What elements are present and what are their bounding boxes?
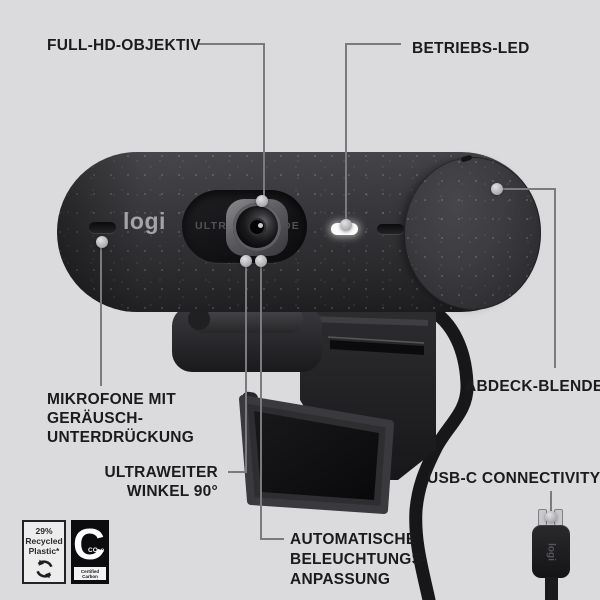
label-noise-mics-line1: MIKROFONE MIT <box>47 391 176 408</box>
callout-line-wide-angle-v <box>245 265 247 473</box>
callout-line-microphone-v <box>100 247 102 386</box>
microphone-slot-left <box>89 222 116 233</box>
usb-plug-cable <box>545 577 558 600</box>
label-noise-mics-line2: GERÄUSCH- <box>47 410 144 427</box>
mount-hinge-knuckle <box>188 308 210 330</box>
mount-slot-edge <box>327 336 425 344</box>
lens-bezel <box>226 199 288 256</box>
lens-pupil <box>248 218 266 236</box>
callout-line-auto-light-h <box>261 538 284 540</box>
carbon-caption-line1: Certified <box>80 568 100 574</box>
recycled-plastic-badge: 29% Recycled Plastic* <box>22 520 66 584</box>
webcam-right-cap <box>404 157 541 310</box>
callout-line-shutter-h <box>503 188 556 190</box>
speckle-texture <box>405 158 540 309</box>
label-auto-light-line1: AUTOMATISCHE <box>290 531 417 548</box>
label-wide-angle-line2: WINKEL 90° <box>126 483 218 500</box>
carbon-badge-c: C <box>73 520 105 569</box>
usb-plug-logi-logo: logi <box>545 542 557 561</box>
lens-recess: ULTRA WIDE <box>182 190 307 263</box>
carbon-caption-line2: Carbon Neutral <box>82 573 98 584</box>
callout-line-auto-light-v <box>260 265 262 540</box>
label-wide-angle-line1: ULTRAWEITER <box>104 464 218 481</box>
callout-dot-wide-angle <box>240 255 252 267</box>
recycle-arrows-icon <box>35 559 53 579</box>
callout-dot-auto-light <box>255 255 267 267</box>
lens-glint <box>258 223 263 228</box>
carbon-badge-co2e: CO₂e <box>88 547 105 554</box>
label-wide-angle: ULTRAWEITER WINKEL 90° <box>58 463 218 501</box>
callout-line-led-h <box>346 43 401 45</box>
label-status-led: BETRIEBS-LED <box>412 40 530 57</box>
callout-dot-shutter <box>491 183 503 195</box>
carbon-badge-caption: Certified Carbon Neutral <box>74 567 106 584</box>
label-full-hd-lens: FULL-HD-OBJEKTIV <box>47 37 201 54</box>
label-auto-light-line3: ANPASSUNG <box>290 571 391 588</box>
callout-dot-led <box>340 219 352 231</box>
microphone-slot-right <box>377 224 404 234</box>
recycled-badge-percent: 29% <box>35 526 53 536</box>
callout-dot-usb <box>545 511 557 523</box>
label-auto-light: AUTOMATISCHE BELEUCHTUNGS- ANPASSUNG <box>290 530 428 590</box>
callout-line-full-hd-v <box>263 43 265 198</box>
mount-flap-face <box>254 411 379 500</box>
callout-line-usb-v <box>550 491 552 512</box>
webcam-body: logi ULTRA WIDE <box>57 152 541 312</box>
label-privacy-shutter: ABDECK-BLENDE <box>465 378 600 395</box>
callout-line-wide-angle-h <box>228 471 247 473</box>
label-usb-c: USB-C CONNECTIVITY <box>427 470 600 487</box>
usb-plug-body: logi <box>532 525 570 578</box>
callout-dot-full-hd-lens <box>256 195 268 207</box>
recycled-badge-word2: Plastic* <box>28 546 60 556</box>
lens-text-ultra: ULTRA <box>195 220 236 232</box>
label-noise-mics: MIKROFONE MIT GERÄUSCH- UNTERDRÜCKUNG <box>47 390 194 447</box>
callout-line-led-v <box>345 43 347 222</box>
label-auto-light-line2: BELEUCHTUNGS- <box>290 551 428 568</box>
camera-lens <box>233 203 281 251</box>
callout-dot-microphone <box>96 236 108 248</box>
callout-line-full-hd-h <box>197 43 265 45</box>
recycled-badge-word1: Recycled <box>25 536 63 546</box>
callout-line-shutter-v <box>554 188 556 368</box>
label-noise-mics-line3: UNTERDRÜCKUNG <box>47 429 195 446</box>
mount-bracket-top-edge <box>310 316 428 326</box>
logi-logo: logi <box>123 208 166 234</box>
carbon-neutral-badge: C CO₂e Certified Carbon Neutral <box>71 520 109 584</box>
mount-slot <box>330 340 424 355</box>
